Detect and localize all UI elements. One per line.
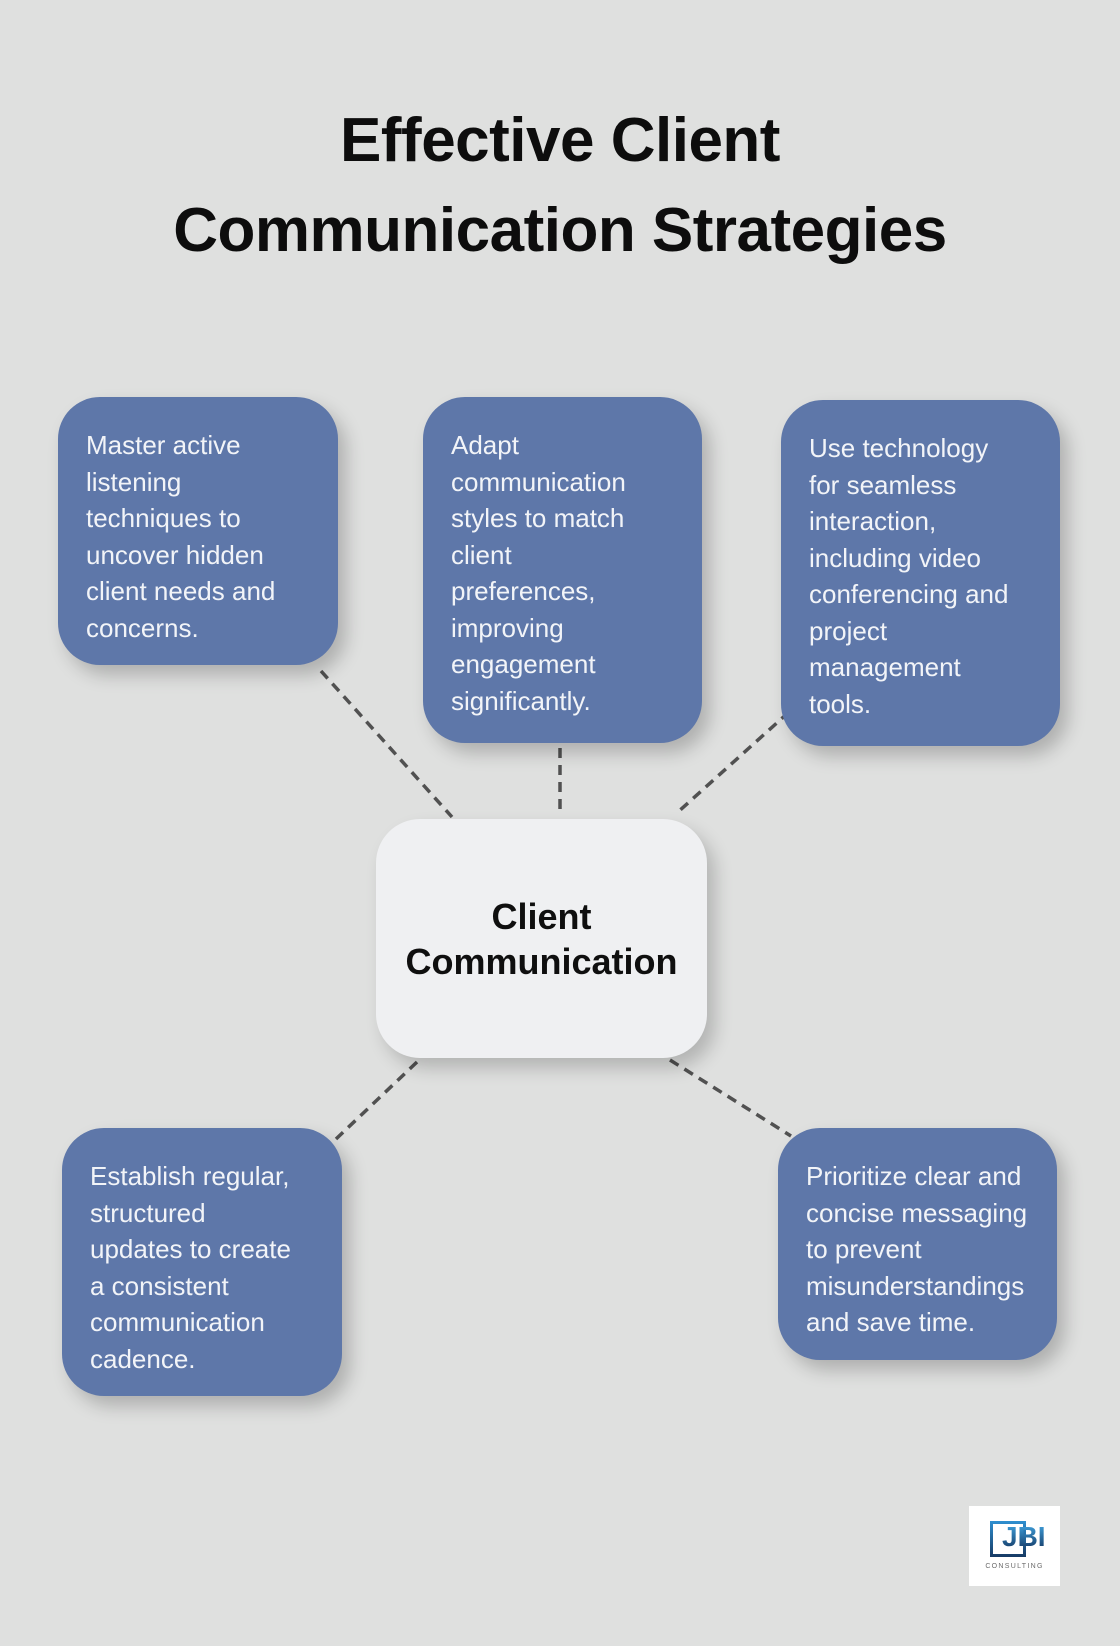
- node-top-left-text: Master active listening techniques to un…: [86, 430, 276, 643]
- jbi-logo-initials: JBI: [1002, 1521, 1046, 1552]
- jbi-logo: JBI CONSULTING: [969, 1506, 1060, 1586]
- connector-bottom-right: [669, 1058, 792, 1138]
- node-bottom-left-text: Establish regular, structured updates to…: [90, 1161, 291, 1374]
- jbi-logo-square-inner: [993, 1524, 1023, 1554]
- node-bottom-right: Prioritize clear and concise messaging t…: [778, 1128, 1057, 1360]
- connector-top-right: [676, 710, 791, 814]
- node-top-right-text: Use technology for seamless interaction,…: [809, 433, 1009, 719]
- jbi-logo-square-icon: [990, 1521, 1026, 1557]
- node-top-middle: Adapt communication styles to match clie…: [423, 397, 702, 743]
- node-bottom-left: Establish regular, structured updates to…: [62, 1128, 342, 1396]
- node-top-left: Master active listening techniques to un…: [58, 397, 338, 665]
- connector-bottom-left: [334, 1060, 419, 1141]
- node-top-middle-text: Adapt communication styles to match clie…: [451, 430, 626, 716]
- page-title: Effective Client Communication Strategie…: [173, 106, 947, 265]
- node-bottom-right-text: Prioritize clear and concise messaging t…: [806, 1161, 1028, 1337]
- center-node-label: Client Communication: [405, 895, 678, 982]
- jbi-logo-subtext: CONSULTING: [985, 1563, 1044, 1570]
- center-node: Client Communication: [376, 819, 707, 1058]
- node-top-right: Use technology for seamless interaction,…: [781, 400, 1060, 746]
